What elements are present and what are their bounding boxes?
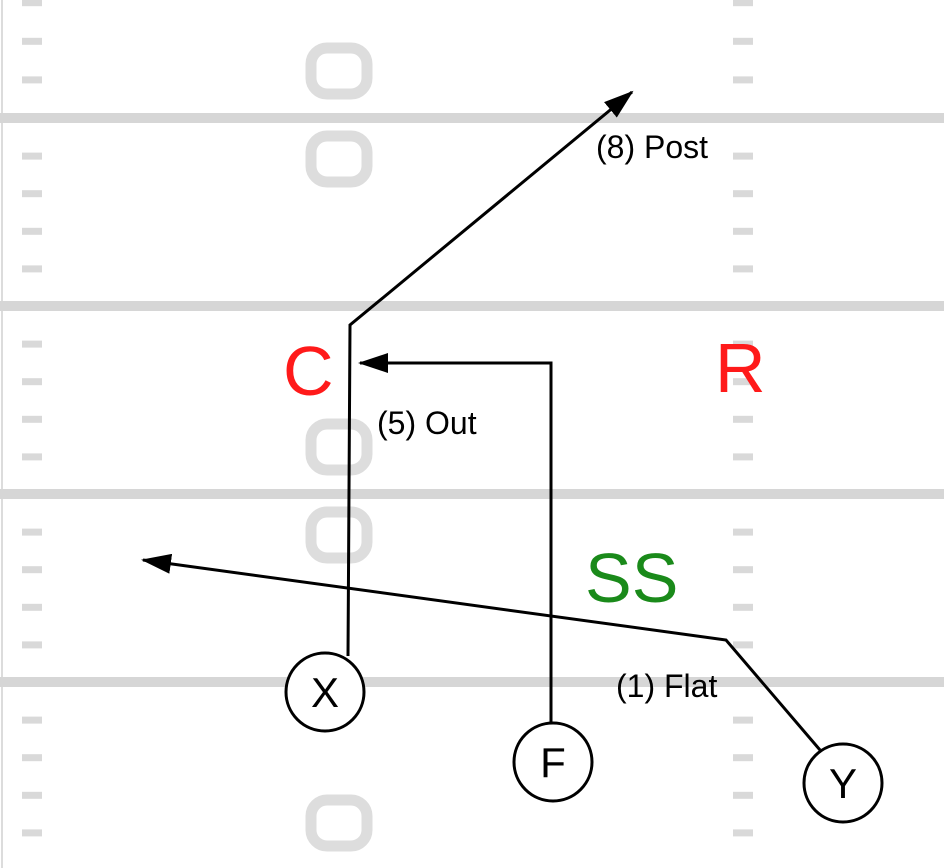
hash-mark — [22, 603, 42, 611]
hash-mark — [22, 453, 42, 461]
yard-number-shape — [305, 794, 373, 852]
hash-mark — [22, 37, 42, 45]
hash-mark — [22, 265, 42, 273]
yard-number-shape — [305, 506, 373, 564]
hash-marks — [22, 0, 753, 837]
yard-line — [0, 301, 944, 311]
hash-mark — [733, 0, 753, 7]
route-flat — [141, 553, 822, 751]
routes — [141, 90, 822, 751]
route-out — [358, 353, 553, 722]
yard-number-shape — [305, 418, 373, 476]
player-y-circle — [802, 742, 884, 824]
player-f: F — [512, 721, 594, 803]
hash-mark — [733, 152, 753, 160]
hash-mark — [733, 566, 753, 574]
yard-line — [0, 677, 944, 687]
hash-mark — [22, 0, 42, 7]
player-y-label: Y — [829, 760, 857, 807]
yard-number-shape — [305, 130, 373, 188]
hash-mark — [733, 528, 753, 536]
hash-mark — [733, 340, 753, 348]
yard-line — [0, 113, 944, 123]
defender-r: R — [715, 329, 766, 407]
hash-mark — [22, 716, 42, 724]
hash-mark — [733, 378, 753, 386]
hash-mark — [733, 791, 753, 799]
hash-mark — [733, 76, 753, 84]
hash-mark — [733, 641, 753, 649]
hash-mark — [22, 754, 42, 762]
hash-mark — [733, 37, 753, 45]
hash-mark — [22, 829, 42, 837]
defender-c: C — [283, 332, 334, 410]
route-label-flat: (1) Flat — [616, 668, 717, 704]
hash-mark — [22, 76, 42, 84]
hash-mark — [22, 190, 42, 198]
hash-mark — [22, 791, 42, 799]
player-f-circle — [512, 721, 594, 803]
hash-mark — [733, 603, 753, 611]
hash-mark — [733, 453, 753, 461]
hash-mark — [22, 152, 42, 160]
hash-mark — [733, 227, 753, 235]
defender-ss: SS — [585, 539, 678, 617]
hash-mark — [733, 829, 753, 837]
hash-mark — [22, 415, 42, 423]
player-y: Y — [802, 742, 884, 824]
hash-mark — [733, 190, 753, 198]
hash-mark — [22, 528, 42, 536]
hash-mark — [733, 754, 753, 762]
yard-lines — [0, 113, 944, 687]
yard-line — [0, 489, 944, 499]
hash-mark — [22, 340, 42, 348]
hash-mark — [733, 265, 753, 273]
yard-number-shape — [305, 42, 373, 100]
hash-mark — [22, 227, 42, 235]
route-label-post: (8) Post — [596, 129, 708, 165]
hash-mark — [22, 378, 42, 386]
hash-mark — [22, 641, 42, 649]
player-x: X — [284, 651, 366, 733]
player-x-label: X — [311, 669, 339, 716]
hash-mark — [22, 566, 42, 574]
player-x-circle — [284, 651, 366, 733]
hash-mark — [733, 716, 753, 724]
route-label-out: (5) Out — [377, 405, 477, 441]
route-post — [346, 90, 634, 657]
player-f-label: F — [540, 739, 566, 786]
yard-numbers — [305, 42, 373, 852]
hash-mark — [733, 415, 753, 423]
